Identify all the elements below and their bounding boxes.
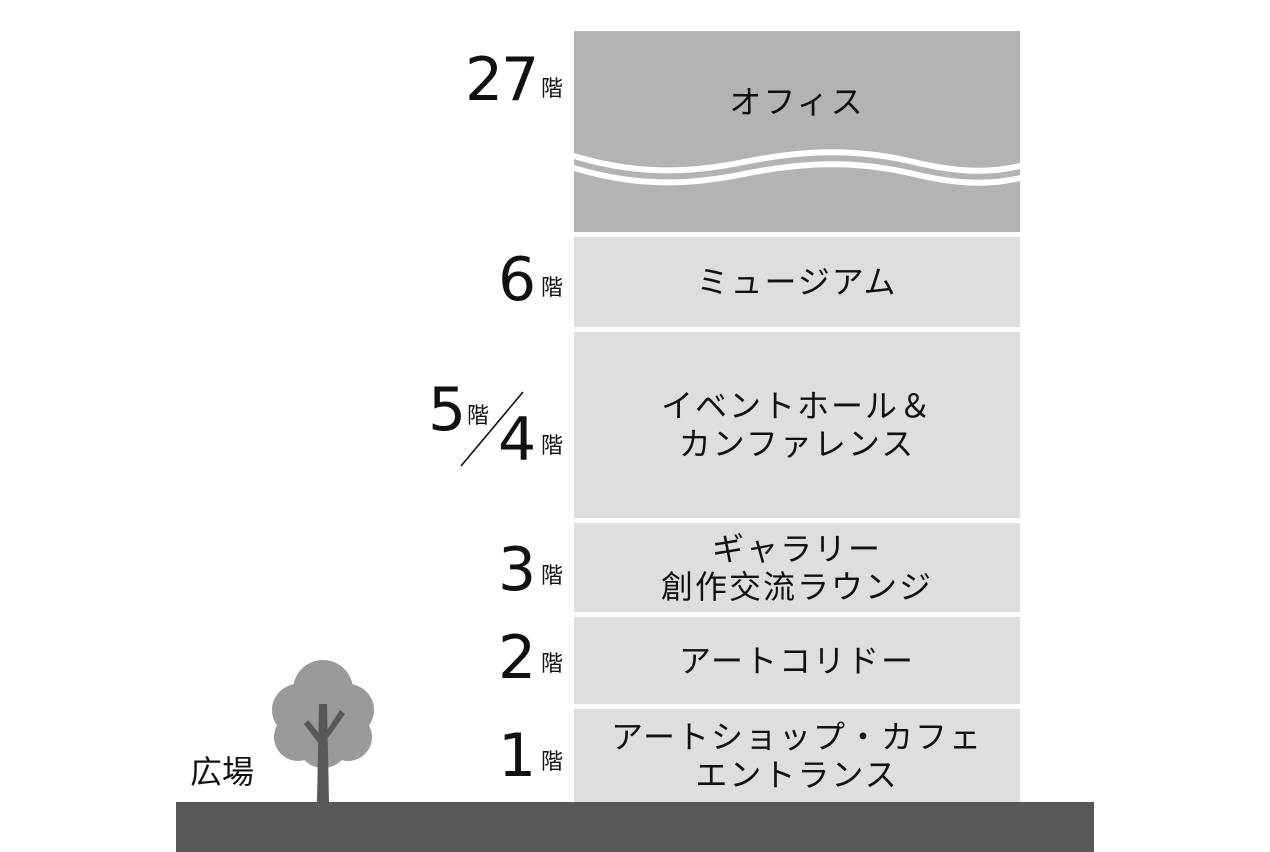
floor-unit-3: 階 xyxy=(541,564,564,589)
floor-number-27: 27 xyxy=(465,45,539,115)
floor-unit-1: 階 xyxy=(541,750,564,775)
floor-art-corridor: アートコリドー xyxy=(574,617,1020,704)
floor-office: オフィス xyxy=(574,31,1020,232)
floor-number-5: 5 xyxy=(428,375,466,445)
floor-entrance: アートショップ・カフェ エントランス xyxy=(574,709,1020,802)
ground xyxy=(176,802,1094,852)
floor-number-3: 3 xyxy=(498,535,536,605)
floor-number-1: 1 xyxy=(498,721,536,791)
floor-entrance-line-2: エントランス xyxy=(695,755,899,794)
floor-unit-4: 階 xyxy=(541,434,564,459)
floor-unit-6: 階 xyxy=(541,276,564,301)
floor-divider-slash xyxy=(460,391,524,467)
floor-event-hall: イベントホール＆ カンファレンス xyxy=(574,332,1020,518)
floor-gallery: ギャラリー 創作交流ラウンジ xyxy=(574,523,1020,612)
floor-museum: ミュージアム xyxy=(574,237,1020,327)
floor-unit-27: 階 xyxy=(541,77,564,102)
floor-museum-name: ミュージアム xyxy=(696,263,898,301)
floor-art-corridor-name: アートコリドー xyxy=(678,641,916,680)
tree-icon xyxy=(272,660,374,802)
floor-office-name: オフィス xyxy=(729,83,865,121)
plaza-label: 広場 xyxy=(190,753,255,791)
floor-number-4: 4 xyxy=(498,405,536,475)
floor-number-6: 6 xyxy=(498,245,536,315)
floor-entrance-line-1: アートショップ・カフェ xyxy=(610,717,984,756)
floor-number-2: 2 xyxy=(498,623,536,693)
floor-unit-2: 階 xyxy=(541,652,564,677)
floor-gallery-line-2: 創作交流ラウンジ xyxy=(660,567,933,606)
wave-break-icon xyxy=(574,149,1020,186)
floor-unit-5: 階 xyxy=(467,404,490,429)
floor-event-hall-line-1: イベントホール＆ xyxy=(660,387,933,425)
floor-gallery-line-1: ギャラリー xyxy=(711,529,882,568)
floor-event-hall-line-2: カンファレンス xyxy=(678,425,916,463)
